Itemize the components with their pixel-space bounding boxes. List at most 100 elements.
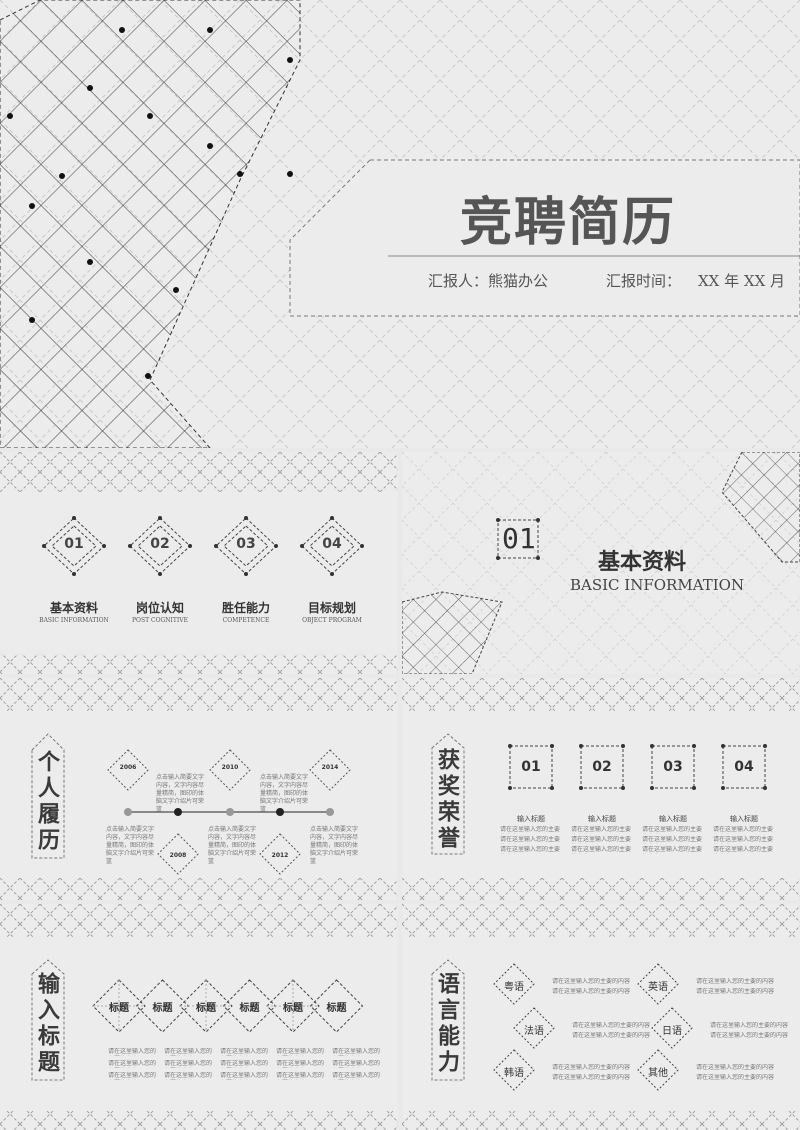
award-box-corner	[579, 786, 583, 790]
title-text: 请在这里输入您的主要的内容	[276, 1072, 325, 1079]
resume-pattern	[0, 678, 398, 900]
timeline-dot	[124, 808, 132, 816]
contents-dot	[330, 516, 334, 520]
timeline-text-top: 点击输入简要文字内容，文字内容尽量精简，图印的体脑文字介绍片可荣篮	[260, 774, 309, 813]
title-diamond-label: 标题	[152, 1003, 173, 1014]
language-label: 其他	[648, 1068, 668, 1079]
language-slide: 语言能力 粤语请在这里输入您的主要的内容请在这里输入您的主要的内容英语请在这里输…	[402, 904, 800, 1130]
language-text: 请在这里输入您的主要的内容	[572, 1022, 650, 1029]
award-label: 输入标题	[730, 815, 758, 823]
title-text: 请在这里输入您的主要的内容	[220, 1072, 269, 1079]
language-text: 请在这里输入您的主要的内容	[696, 988, 774, 995]
title-text: 请在这里输入您的主要的内容	[164, 1060, 213, 1067]
language-label: 粤语	[504, 982, 524, 993]
timeline-year-top: 2006	[119, 764, 137, 771]
awards-slide: 获奖荣誉 01输入标题请在这里输入您的主要的内容请在这里输入您的主要的内容请在这…	[402, 678, 800, 900]
contents-label-cn: 基本资料	[49, 601, 98, 615]
award-text: 请在这里输入您的主要的内容	[571, 826, 632, 833]
contents-label-cn: 岗位认知	[135, 601, 184, 615]
award-box-corner	[763, 744, 767, 748]
award-box	[651, 745, 695, 789]
award-text: 请在这里输入您的主要的内容	[642, 846, 703, 853]
awards-title: 获奖荣誉	[434, 748, 459, 852]
award-box-corner	[550, 744, 554, 748]
timeline-year-top: 2010	[221, 764, 239, 771]
timeline-dot	[174, 808, 182, 816]
language-label: 日语	[662, 1026, 682, 1037]
input-titles-heading: 输入标题	[34, 972, 59, 1076]
title-diamond-label: 标题	[283, 1003, 303, 1014]
award-text: 请在这里输入您的主要的内容	[571, 836, 632, 843]
contents-dot	[274, 544, 278, 548]
year-diamond	[309, 749, 351, 791]
language-text: 请在这里输入您的主要的内容	[552, 978, 630, 985]
language-text: 请在这里输入您的主要的内容	[552, 988, 630, 995]
contents-dot	[330, 572, 334, 576]
language-text: 请在这里输入您的主要的内容	[696, 978, 774, 985]
input-titles-pattern	[0, 904, 398, 1130]
award-box-corner	[621, 744, 625, 748]
title-diamond-label: 标题	[326, 1003, 347, 1014]
contents-dot	[244, 516, 248, 520]
award-number: 02	[592, 759, 612, 775]
timeline-dot	[226, 808, 234, 816]
language-diamond	[493, 963, 535, 1005]
cover-title: 竞聘简历	[460, 193, 677, 253]
title-diamond	[309, 979, 364, 1033]
title-text: 请在这里输入您的主要的内容	[164, 1048, 213, 1055]
award-box	[580, 745, 624, 789]
language-label: 英语	[648, 982, 668, 993]
award-box-corner	[721, 744, 725, 748]
contents-label-en: BASIC INFORMATION	[39, 617, 109, 624]
year-diamond	[259, 833, 301, 875]
timeline-dot	[326, 808, 334, 816]
title-text: 请在这里输入您的主要的内容	[108, 1060, 157, 1067]
language-text: 请在这里输入您的主要的内容	[710, 1022, 788, 1029]
award-box-corner	[508, 744, 512, 748]
contents-dot	[128, 544, 132, 548]
title-diamond-label: 标题	[239, 1003, 260, 1014]
contents-dot	[214, 544, 218, 548]
contents-number: 04	[322, 536, 342, 552]
contents-label-cn: 胜任能力	[221, 601, 270, 615]
language-text: 请在这里输入您的主要的内容	[552, 1074, 630, 1081]
title-text: 请在这里输入您的主要的内容	[332, 1060, 381, 1067]
timeline-year-bottom: 2008	[169, 852, 187, 859]
award-box	[509, 745, 553, 789]
language-diamond	[637, 1049, 679, 1091]
contents-dot	[42, 544, 46, 548]
contents-label-en: POST COGNITIVE	[132, 617, 188, 624]
language-label: 法语	[524, 1026, 544, 1037]
title-text: 请在这里输入您的主要的内容	[164, 1072, 213, 1079]
language-label: 韩语	[504, 1068, 524, 1079]
timeline-text-top: 点击输入简要文字内容，文字内容尽量精简，图印的体脑文字介绍片可荣篮	[156, 774, 205, 813]
contents-number: 01	[64, 536, 84, 552]
cover-time-label: 汇报时间：	[606, 272, 682, 290]
award-text: 请在这里输入您的主要的内容	[642, 826, 703, 833]
title-text: 请在这里输入您的主要的内容	[108, 1048, 157, 1055]
award-number: 03	[663, 759, 683, 775]
award-box-corner	[579, 744, 583, 748]
cover-reporter: 汇报人：熊猫办公	[428, 272, 549, 290]
contents-dot	[158, 572, 162, 576]
language-pattern	[402, 904, 800, 1130]
award-text: 请在这里输入您的主要的内容	[500, 836, 561, 843]
title-diamond-label: 标题	[109, 1003, 129, 1014]
contents-dot	[244, 572, 248, 576]
language-diamond	[513, 1007, 555, 1049]
award-label: 输入标题	[588, 815, 616, 823]
award-text: 请在这里输入您的主要的内容	[500, 846, 561, 853]
award-number: 01	[521, 759, 541, 775]
title-text: 请在这里输入您的主要的内容	[332, 1072, 381, 1079]
resume-title: 个人履历	[34, 750, 59, 854]
cover-slide: 竞聘简历 汇报人：熊猫办公 汇报时间： XX 年 XX 月	[0, 0, 800, 448]
section-title-cn: 基本资料	[598, 550, 687, 575]
language-text: 请在这里输入您的主要的内容	[710, 1032, 788, 1039]
cover-time-value: XX 年 XX 月	[698, 272, 786, 290]
section-pattern	[402, 452, 800, 674]
year-diamond	[157, 833, 199, 875]
contents-number: 03	[236, 536, 256, 552]
language-text: 请在这里输入您的主要的内容	[572, 1032, 650, 1039]
award-box-corner	[650, 786, 654, 790]
